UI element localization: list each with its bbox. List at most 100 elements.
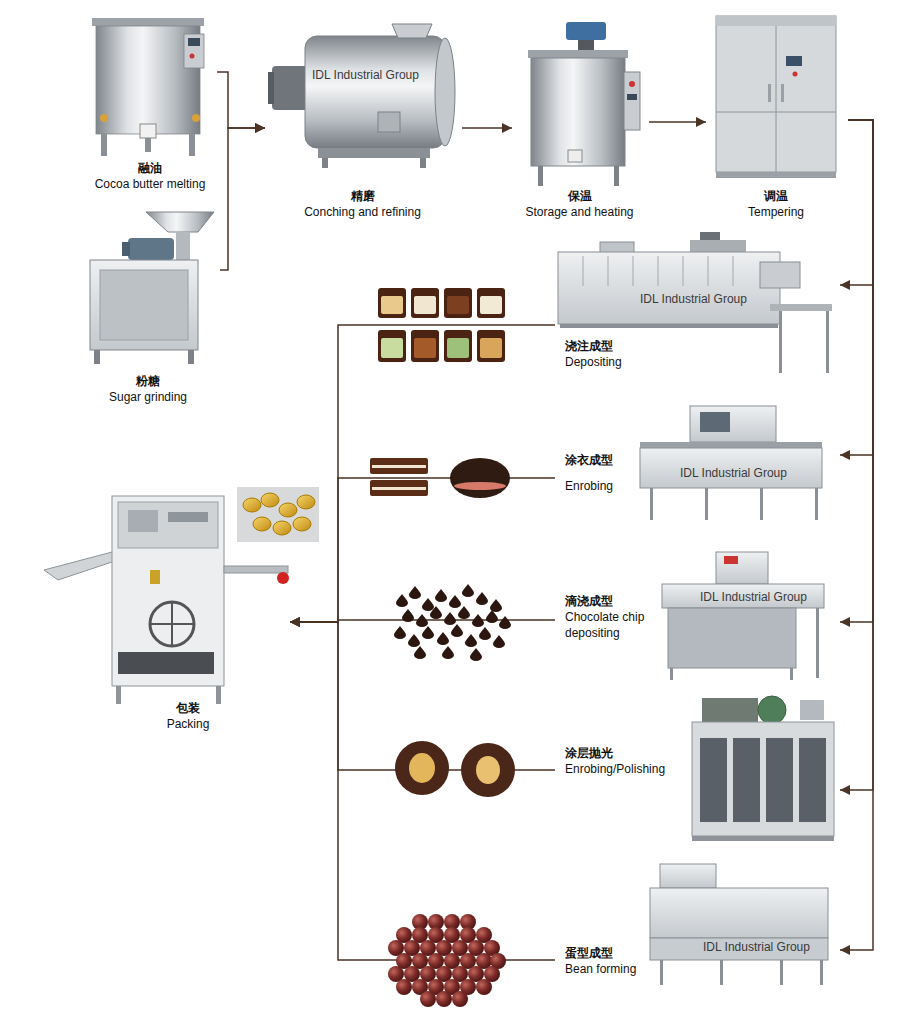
- wrapped-chocolate-photo: [279, 503, 297, 517]
- machine-station: 粉糖Sugar grinding: [78, 205, 220, 407]
- filled-pralines: [477, 330, 505, 362]
- chocolate-chips: [493, 635, 505, 648]
- station-name-cn: 涂衣成型: [565, 452, 640, 468]
- sugar-grinder: [176, 232, 190, 260]
- depositing-line: [683, 256, 684, 286]
- station-name-en: Depositing: [565, 354, 685, 370]
- station-name-en: Sugar grinding: [78, 389, 218, 405]
- tempering-cabinet: [781, 84, 784, 102]
- wrapped-chocolate-photo: [253, 517, 271, 531]
- wrapped-chocolate-photo: [237, 487, 319, 542]
- packing-machine: [216, 686, 221, 704]
- chocolate-beans: [388, 914, 506, 1007]
- storage-tank: [528, 22, 640, 186]
- polishing-machine: [692, 722, 834, 836]
- filled-pralines: [411, 288, 439, 318]
- depositing-line: [779, 311, 782, 373]
- flow-arrow: [840, 120, 873, 622]
- chocolate-chips: [462, 584, 474, 597]
- machine-station: 包装Packing: [38, 478, 290, 736]
- conche: [305, 36, 445, 148]
- polishing-machine: [733, 738, 760, 822]
- chocolate-chips: [444, 612, 456, 625]
- tempering-cabinet: [716, 16, 836, 26]
- storage-tank: [538, 166, 543, 186]
- polishing-machine: [766, 738, 793, 822]
- flow-arrow: [217, 72, 265, 128]
- storage-tank: [627, 94, 637, 100]
- machine-station: 保温Storage and heating: [512, 20, 649, 222]
- storage-tank: [568, 150, 582, 162]
- packing-machine: [112, 496, 224, 686]
- tempering-cabinet: [786, 56, 802, 66]
- storage-tank: [528, 50, 628, 58]
- storage-tank: [578, 40, 594, 50]
- filled-pralines: [480, 338, 502, 358]
- chocolate-chips: [435, 589, 447, 602]
- flow-arrow: [840, 120, 873, 950]
- flow-arrow: [290, 622, 555, 960]
- chocolate-bars: [370, 458, 510, 498]
- sugar-grinder: [188, 350, 194, 364]
- wrapped-chocolate-photo: [297, 495, 315, 509]
- depositing-line: [826, 311, 829, 373]
- packing-machine: [224, 566, 288, 573]
- polishing-machine: [700, 738, 727, 822]
- depositing-line: [560, 324, 778, 328]
- bean-forming-machine: [780, 960, 783, 985]
- watermark: IDL Industrial Group: [640, 292, 747, 306]
- station-name-en: Enrobing: [565, 478, 640, 494]
- station-name-cn: 蛋型成型: [565, 945, 655, 961]
- station-label: 保温Storage and heating: [512, 188, 647, 220]
- chocolate-chips: [437, 632, 449, 645]
- chip-depositor: [716, 552, 768, 584]
- filled-pralines: [444, 330, 472, 362]
- machine-station: 蛋型成型Bean forming: [555, 860, 840, 990]
- tempering-cabinet: [793, 72, 798, 77]
- flow-arrow: [840, 120, 873, 455]
- filled-eggs: [395, 741, 449, 795]
- chip-depositor: [668, 608, 796, 668]
- chocolate-chips: [486, 610, 498, 623]
- chocolate-chips: [499, 616, 511, 629]
- enrobing-machine: [640, 442, 822, 448]
- chocolate-chips: [449, 595, 461, 608]
- flow-arrow: [290, 478, 555, 622]
- enrobing-machine: [640, 448, 822, 488]
- polishing-machine: [800, 700, 824, 720]
- watermark: IDL Industrial Group: [703, 940, 810, 954]
- flow-arrow: [840, 120, 873, 790]
- packing-machine: [150, 602, 194, 646]
- melting-tank: [184, 34, 204, 68]
- depositing-line: [558, 252, 780, 324]
- melting-tank: [192, 114, 200, 122]
- station-label: 调温Tempering: [706, 188, 846, 220]
- filled-pralines: [480, 296, 502, 314]
- packing-machine: [128, 510, 158, 532]
- wrapped-chocolate-photo: [293, 517, 311, 531]
- filled-eggs: [476, 756, 500, 784]
- enrobing-machine: [815, 488, 818, 520]
- machine-station: 浇注成型Depositing: [555, 238, 840, 378]
- filled-pralines: [378, 288, 406, 318]
- tempering-cabinet: [768, 84, 771, 102]
- packing-machine: [116, 686, 121, 704]
- watermark: IDL Industrial Group: [700, 590, 807, 604]
- conche: [268, 24, 455, 168]
- tempering-cabinet: [716, 16, 836, 172]
- conche: [435, 38, 455, 146]
- machine-station: 涂层抛光Enrobing/Polishing: [555, 690, 840, 840]
- bean-forming-machine: [660, 960, 663, 985]
- enrobing-machine: [690, 406, 776, 442]
- station-label: 滴浇成型Chocolate chip depositing: [565, 593, 660, 641]
- station-label: 包装Packing: [133, 700, 243, 732]
- enrobing-machine: [760, 488, 763, 520]
- chocolate-bars: [450, 458, 510, 498]
- station-name-en: Tempering: [706, 204, 846, 220]
- chocolate-chips: [394, 584, 511, 661]
- melting-tank: [190, 54, 195, 59]
- chip-depositor: [816, 608, 819, 678]
- depositing-line: [608, 256, 609, 286]
